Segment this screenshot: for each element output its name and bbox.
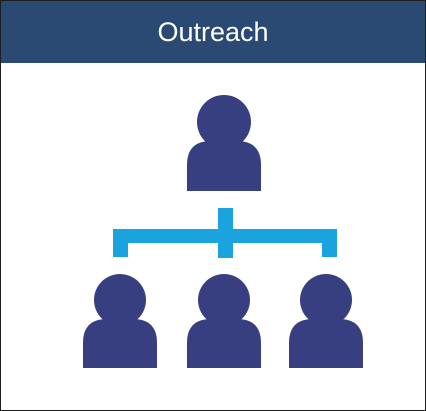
card-title: Outreach (157, 16, 269, 47)
team-member-icon (289, 274, 363, 368)
connector-right-drop (322, 229, 337, 257)
card-header: Outreach (1, 1, 425, 63)
org-chart-icon (83, 95, 363, 368)
team-member-icon (187, 274, 261, 368)
team-member-icon (83, 274, 157, 368)
leader-person-icon (187, 95, 261, 191)
connector-left-drop (113, 229, 128, 257)
connector-bar (113, 229, 337, 243)
connector-lines (113, 208, 337, 258)
